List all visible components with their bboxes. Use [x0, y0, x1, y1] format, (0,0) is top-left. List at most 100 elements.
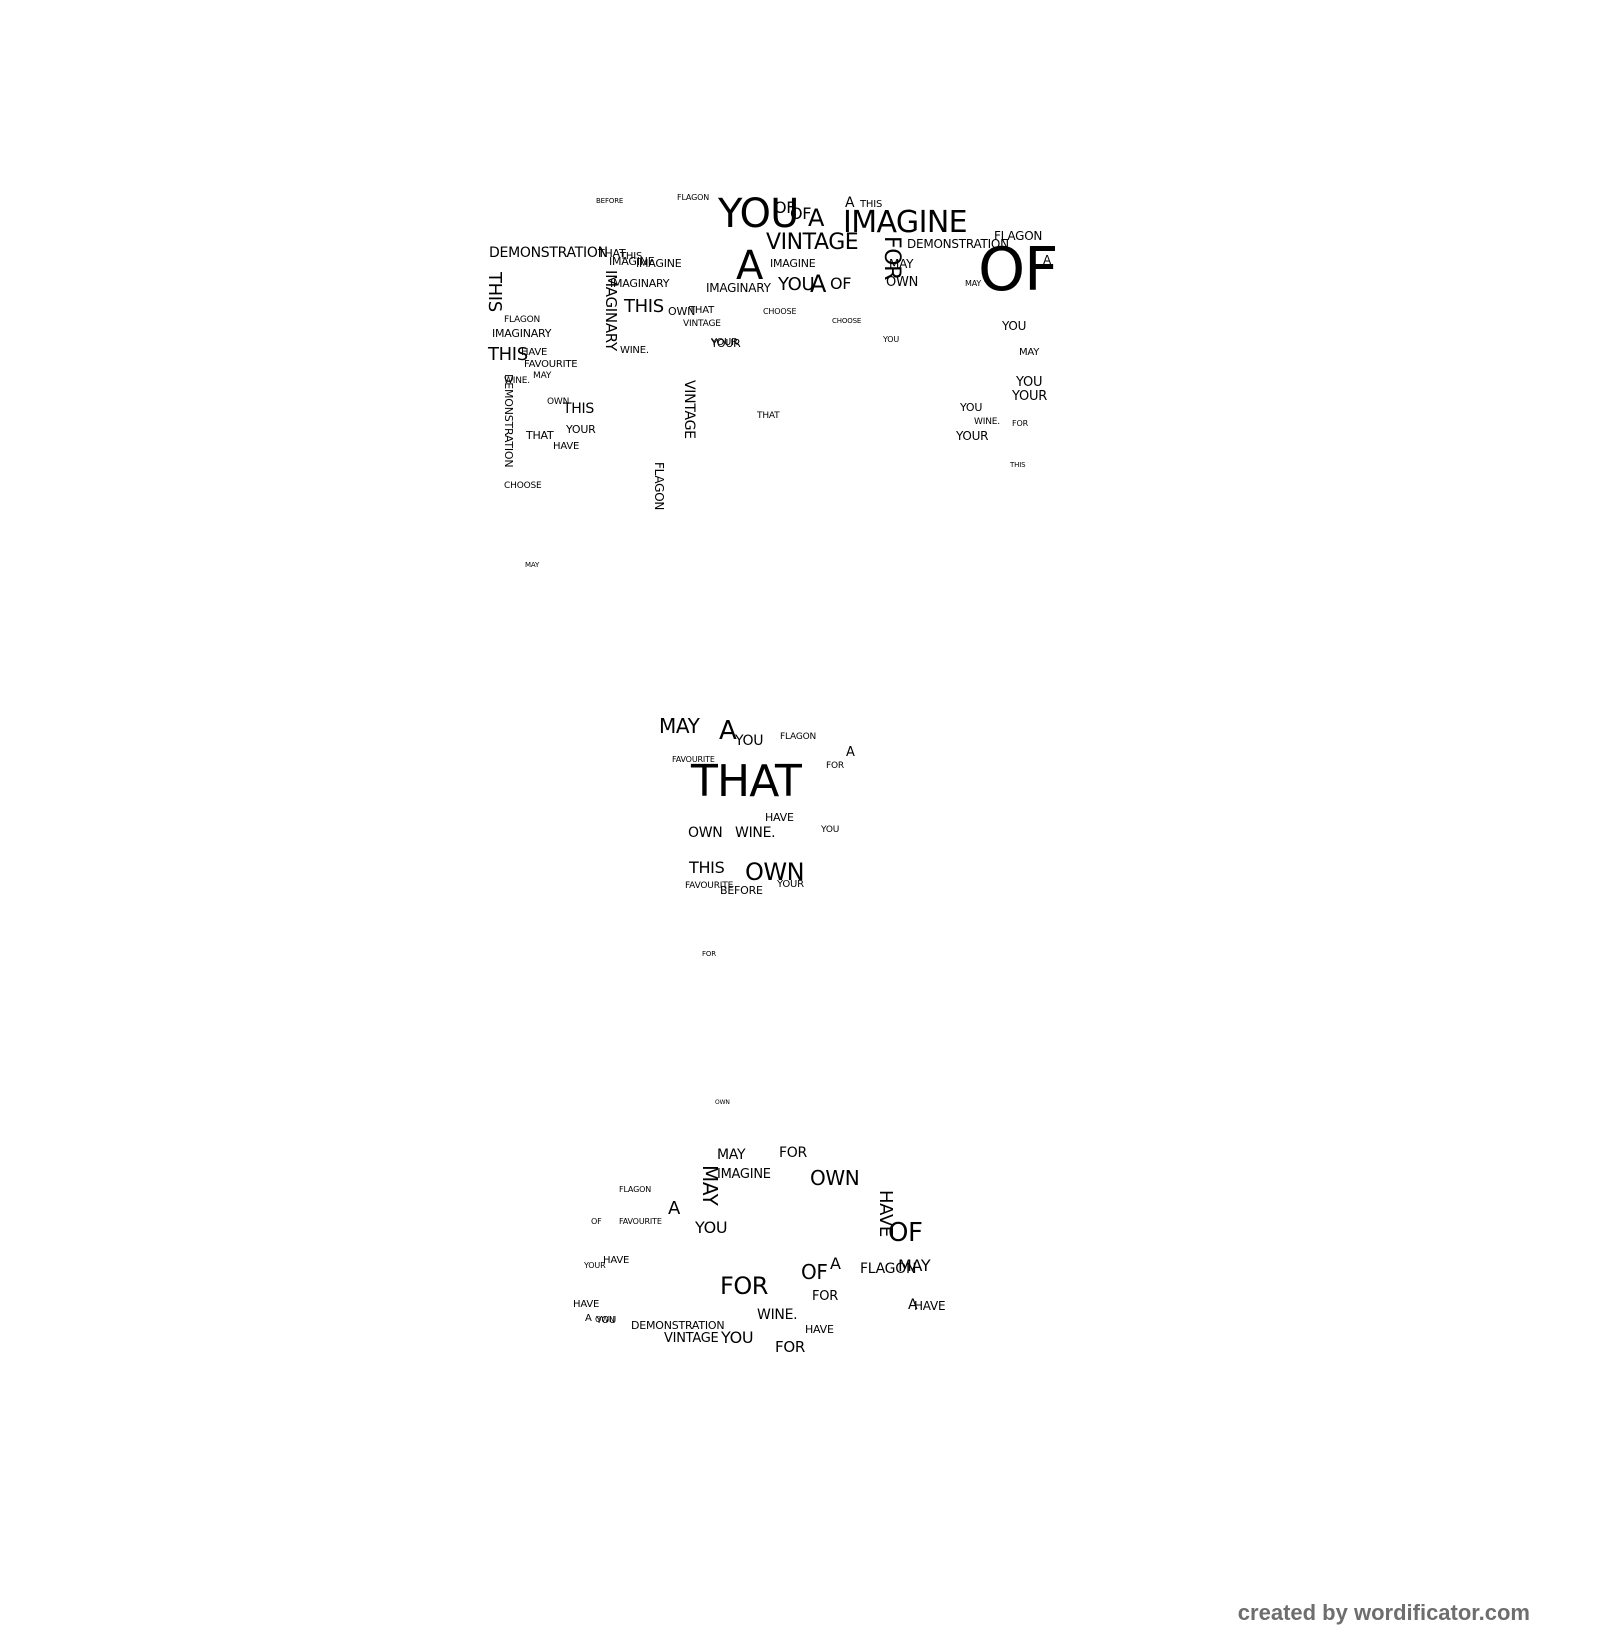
- cloud-word: THIS: [860, 199, 883, 210]
- cloud-word: DEMONSTRATION: [631, 1319, 725, 1332]
- cloud-word: OWN: [668, 305, 696, 318]
- cloud-word: OWN: [810, 1166, 860, 1190]
- cloud-word: CHOOSE: [504, 481, 542, 491]
- cloud-word: YOU: [596, 1315, 617, 1326]
- cloud-word: FOR: [1012, 419, 1028, 428]
- cloud-word: A: [585, 1313, 592, 1324]
- cloud-word: BEFORE: [720, 884, 763, 897]
- cloud-word: IMAGINE: [609, 255, 655, 268]
- cloud-word: A: [808, 204, 824, 232]
- cloud-word: THIS: [488, 344, 528, 365]
- cloud-word: A: [845, 195, 855, 211]
- cloud-word: YOU: [735, 733, 764, 749]
- cloud-word: FOR: [779, 1145, 807, 1161]
- cloud-word: OF: [790, 204, 812, 223]
- cloud-word: OWN: [595, 1315, 615, 1324]
- cloud-word: THAT: [757, 411, 780, 421]
- cloud-word: OF: [774, 198, 796, 217]
- cloud-word: THAT: [689, 305, 715, 316]
- cloud-word: FLAGON: [994, 229, 1043, 243]
- cloud-word: A: [810, 270, 826, 298]
- cloud-word: THIS: [689, 858, 725, 877]
- cloud-word: YOU: [960, 401, 983, 414]
- cloud-word: DEMONSTRATION: [489, 245, 608, 261]
- cloud-word: OWN: [715, 1099, 730, 1106]
- cloud-word: A: [668, 1198, 680, 1219]
- cloud-word: THIS: [484, 272, 505, 312]
- cloud-word: IMAGINE: [636, 257, 682, 270]
- cloud-word: CHOOSE: [832, 317, 862, 325]
- cloud-word: MAY: [898, 1256, 931, 1275]
- cloud-word: FLAGON: [619, 1185, 652, 1194]
- cloud-word: OWN: [547, 397, 570, 407]
- cloud-word: HAVE: [765, 811, 794, 824]
- cloud-word: HAVE: [805, 1323, 834, 1336]
- cloud-word: WINE.: [504, 376, 530, 386]
- cloud-word: YOUR: [711, 337, 738, 348]
- cloud-word: YOU: [821, 825, 840, 835]
- cloud-word: FOR: [826, 761, 844, 771]
- cloud-word: A: [846, 745, 855, 760]
- cloud-word: FOR: [702, 950, 716, 958]
- cloud-word: FOR: [720, 1272, 768, 1300]
- cloud-word: YOUR: [777, 879, 804, 890]
- cloud-word: FOR: [775, 1338, 805, 1356]
- cloud-word: YOUR: [711, 337, 741, 350]
- cloud-word: DEMONSTRATION: [907, 237, 1009, 251]
- cloud-word: VINTAGE: [683, 319, 721, 329]
- cloud-word: IMAGINE: [770, 257, 816, 270]
- cloud-word: FLAGON: [652, 462, 666, 511]
- cloud-word: HAVE: [553, 441, 580, 452]
- cloud-word: VINTAGE: [766, 230, 859, 255]
- cloud-word: YOUR: [584, 1261, 606, 1270]
- cloud-word: OF: [591, 1217, 602, 1226]
- cloud-word: THAT: [526, 429, 554, 442]
- cloud-word: OF: [801, 1260, 828, 1284]
- cloud-word: MAY: [965, 279, 982, 288]
- cloud-word: HAVE: [914, 1299, 946, 1313]
- cloud-word: THIS: [620, 251, 643, 262]
- cloud-word: MAY: [533, 371, 552, 381]
- cloud-word: YOUR: [956, 429, 989, 443]
- cloud-word: WINE.: [757, 1307, 798, 1323]
- cloud-word: YOU: [778, 274, 815, 295]
- cloud-word: FLAGON: [504, 315, 541, 325]
- cloud-word: MAY: [1019, 347, 1040, 358]
- cloud-word: IMAGINARY: [492, 327, 552, 340]
- cloud-word: MAY: [717, 1147, 746, 1163]
- cloud-word: YOU: [721, 1328, 754, 1347]
- cloud-word: FOR: [812, 1289, 838, 1304]
- cloud-word: YOU: [883, 335, 900, 344]
- cloud-word: WINE.: [974, 417, 1000, 427]
- cloud-word: HAVE: [521, 347, 548, 358]
- cloud-word: FAVOURITE: [524, 359, 578, 370]
- cloud-word: THIS: [1010, 461, 1026, 469]
- cloud-word: IMAGINARY: [610, 277, 670, 290]
- cloud-word: OF: [830, 274, 852, 293]
- cloud-word: IMAGINE: [843, 205, 968, 240]
- cloud-word: HAVE: [573, 1299, 600, 1310]
- cloud-word: YOU: [1016, 375, 1043, 390]
- credit-text: created by wordificator.com: [1237, 1600, 1530, 1625]
- cloud-word: YOU: [695, 1218, 728, 1237]
- cloud-word: OWN: [745, 858, 805, 886]
- cloud-word: YOU: [1002, 319, 1027, 333]
- cloud-word: FAVOURITE: [685, 881, 734, 891]
- cloud-word: YOUR: [566, 423, 596, 436]
- cloud-word: A: [719, 716, 737, 746]
- cloud-word: WINE.: [620, 345, 649, 356]
- cloud-word: A: [736, 243, 763, 289]
- cloud-word: A: [908, 1297, 918, 1313]
- cloud-word: A: [830, 1254, 841, 1273]
- cloud-word: FAVOURITE: [619, 1217, 662, 1226]
- cloud-word: IMAGINE: [717, 1167, 771, 1182]
- cloud-word: FLAGON: [780, 732, 817, 742]
- cloud-word: MAY: [525, 561, 540, 569]
- cloud-word: MAY: [889, 257, 914, 271]
- cloud-word: OF: [978, 235, 1059, 305]
- cloud-word: VINTAGE: [681, 380, 697, 439]
- cloud-word: YOU: [718, 191, 799, 237]
- cloud-word: IMAGINARY: [706, 281, 771, 295]
- cloud-word: BEFORE: [596, 197, 624, 205]
